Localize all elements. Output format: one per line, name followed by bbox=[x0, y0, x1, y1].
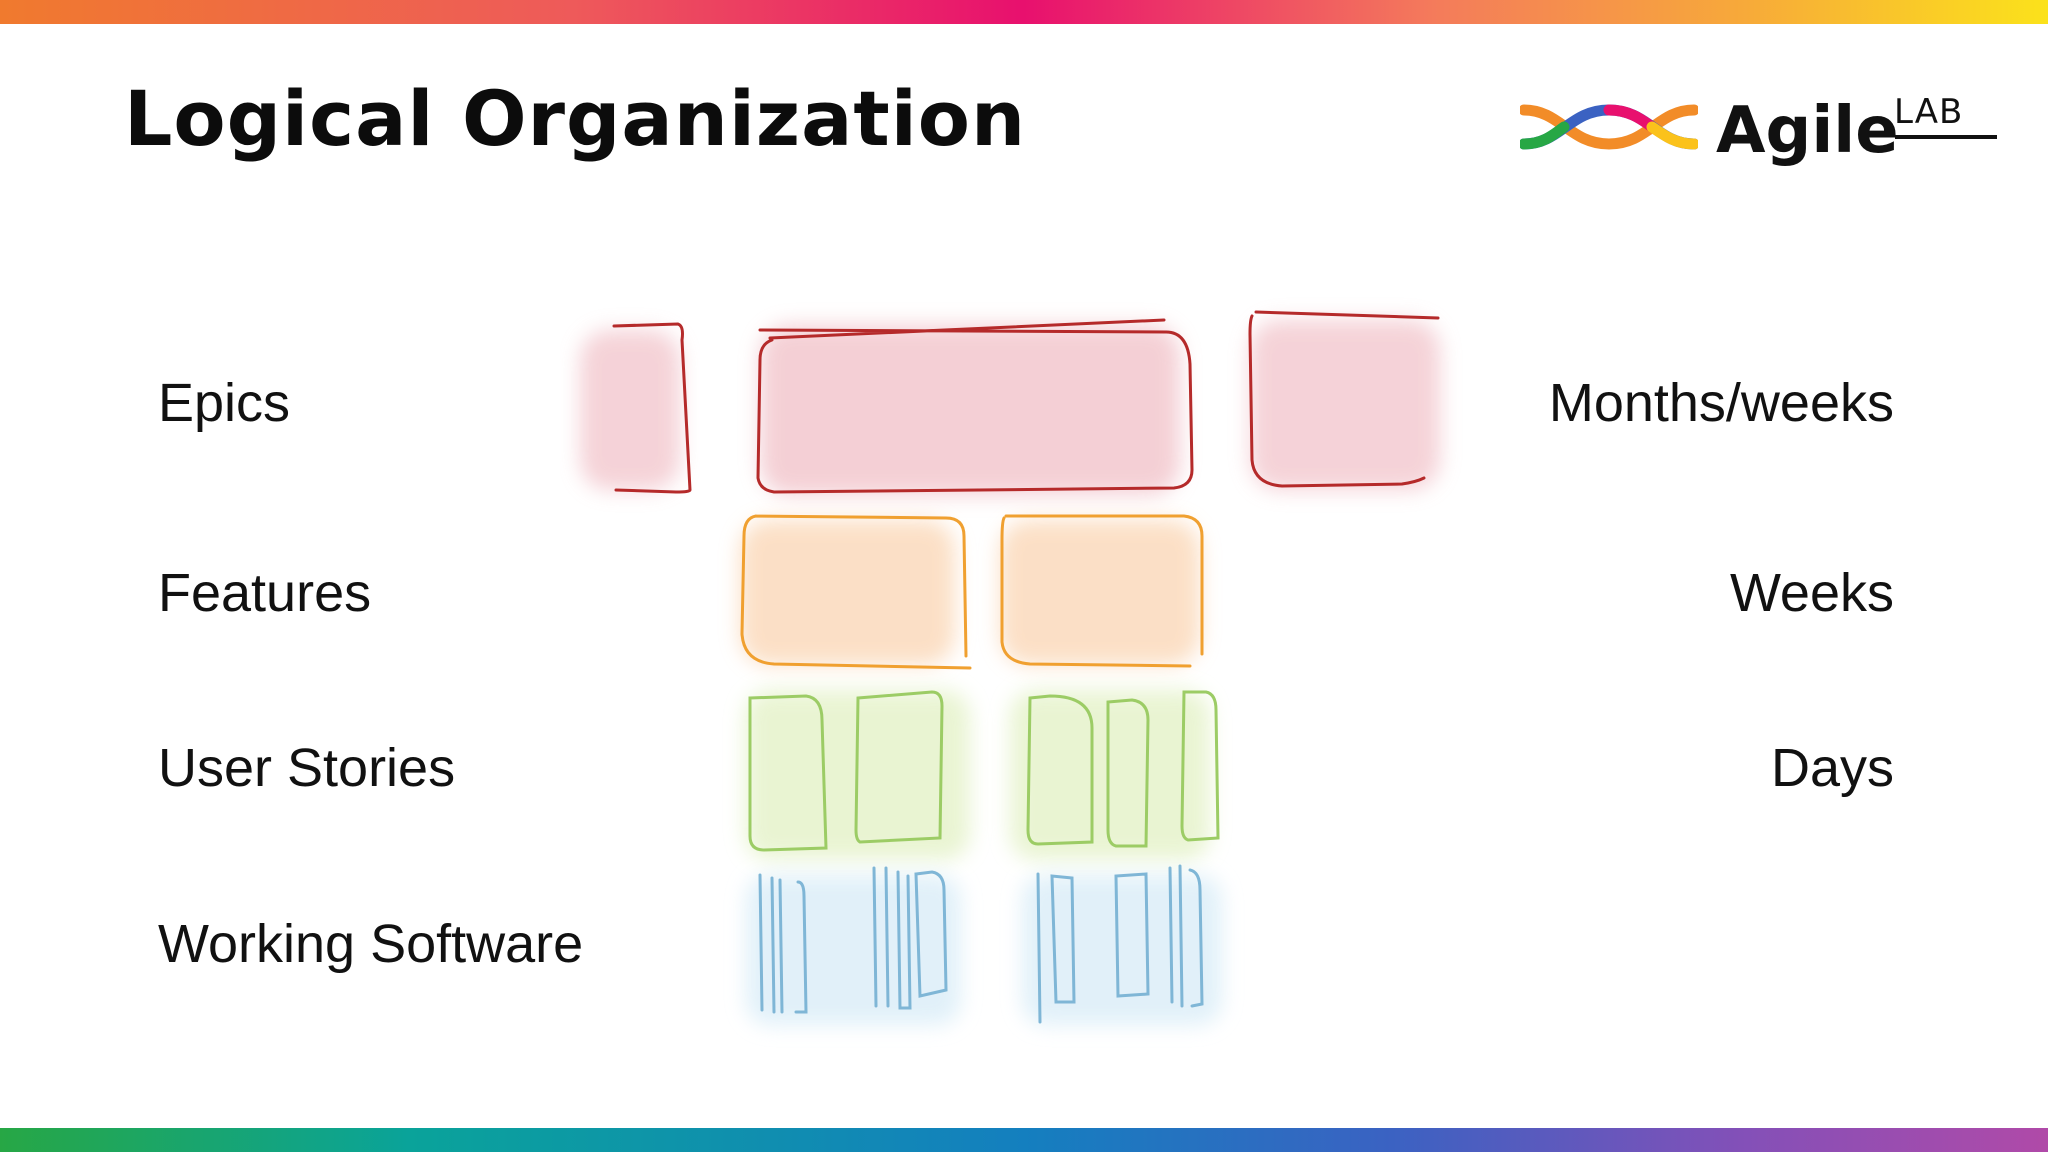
software-bar-3 bbox=[794, 880, 808, 1014]
software-bar-2 bbox=[770, 876, 784, 1014]
software-bar-10 bbox=[1168, 864, 1184, 1008]
feature-block-2-wash bbox=[1000, 520, 1200, 665]
software-wash-left bbox=[746, 875, 961, 1025]
level-label-features: Features bbox=[158, 563, 372, 623]
duration-label-features: Weeks bbox=[1729, 563, 1894, 623]
dna-helix-icon bbox=[1520, 104, 1698, 150]
software-bar-1 bbox=[758, 873, 764, 1012]
logo-underline bbox=[1895, 135, 1997, 139]
epic-block-left bbox=[612, 322, 692, 494]
hierarchy-sketch bbox=[580, 310, 1440, 1025]
epics-row bbox=[580, 310, 1440, 495]
epic-block-right bbox=[1248, 310, 1440, 488]
epic-block-right-wash bbox=[1250, 320, 1440, 490]
epic-block-left-wash bbox=[580, 330, 680, 490]
level-label-user-stories: User Stories bbox=[158, 738, 456, 798]
duration-label-epics: Months/weeks bbox=[1548, 373, 1894, 433]
software-bar-6 bbox=[914, 870, 948, 998]
epic-block-center bbox=[756, 318, 1194, 494]
user-stories-row bbox=[745, 690, 1220, 860]
epic-block-center-wash bbox=[760, 325, 1180, 495]
story-card-4 bbox=[1106, 698, 1150, 848]
story-card-1 bbox=[748, 694, 828, 852]
features-row bbox=[740, 514, 1204, 670]
story-card-2 bbox=[854, 690, 944, 844]
feature-block-1 bbox=[740, 514, 972, 670]
top-accent-bar bbox=[0, 0, 2048, 24]
software-bar-4 bbox=[872, 866, 890, 1008]
agilelab-logo: Agile LAB bbox=[1520, 88, 1997, 180]
feature-block-2 bbox=[1000, 514, 1204, 668]
story-wash-right bbox=[1010, 690, 1210, 860]
software-bar-9 bbox=[1114, 872, 1150, 998]
software-bar-8 bbox=[1050, 874, 1076, 1004]
feature-block-1-wash bbox=[740, 520, 955, 665]
software-bar-5 bbox=[896, 870, 912, 1010]
working-software-row bbox=[746, 864, 1222, 1025]
logo-wordmark: Agile bbox=[1716, 94, 1899, 168]
software-bar-11 bbox=[1188, 868, 1204, 1008]
bottom-accent-bar bbox=[0, 1128, 2048, 1152]
slide-title: Logical Organization bbox=[124, 74, 1027, 163]
software-bar-7 bbox=[1036, 872, 1042, 1024]
level-label-epics: Epics bbox=[158, 373, 291, 433]
duration-label-user-stories: Days bbox=[1770, 738, 1894, 798]
logo-lab-superscript: LAB bbox=[1894, 92, 1964, 132]
level-label-working-software: Working Software bbox=[158, 914, 584, 974]
story-card-5 bbox=[1180, 690, 1220, 842]
story-card-3 bbox=[1026, 694, 1094, 846]
